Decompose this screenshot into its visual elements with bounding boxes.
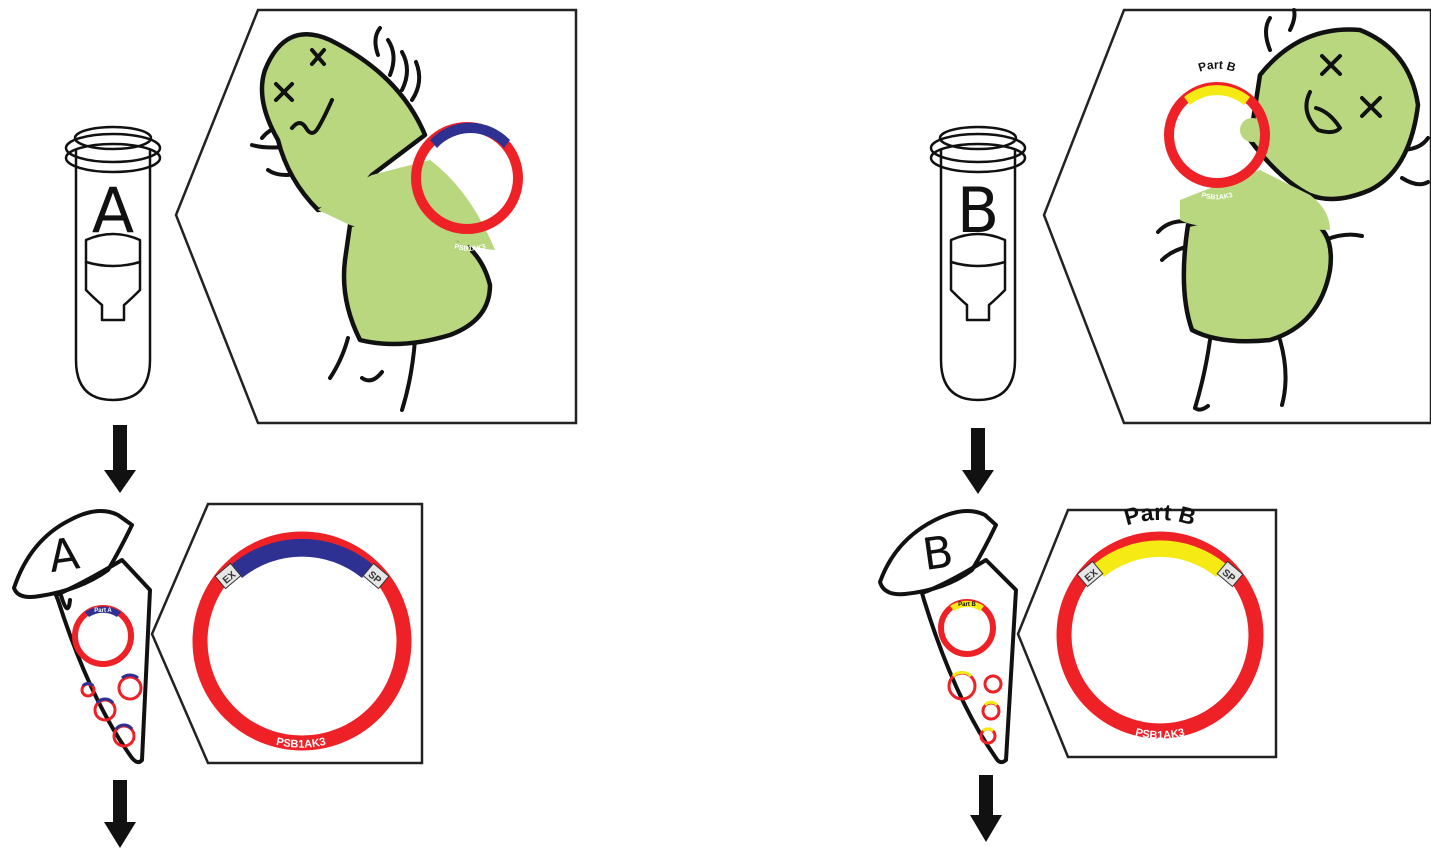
culture-tube-b-label: B [957,174,1000,247]
column-a: A [12,8,578,848]
lysing-bacterium-b [1156,8,1430,412]
eppendorf-a-label: A [46,528,83,583]
arrow-down-2b [970,775,1002,842]
zoom-plasmid-a-part-label: Part A [262,502,341,534]
burst-plasmid-b-backbone-label: PSB1AK3 [1200,192,1233,202]
arrow-down-1a [104,425,136,493]
zoom-plasmid-a: Part A EX SP PSB1AK3 [192,502,412,751]
culture-tube-a: A [64,125,162,402]
zoom-plasmid-b-backbone-label: PSB1AK3 [1134,727,1186,742]
column-b: B [878,8,1431,842]
culture-tube-a-label: A [92,174,134,247]
culture-tube-b: B [929,125,1027,402]
arrow-down-2a [104,780,136,848]
mini-plasmid-a-label: Part A [94,608,112,614]
mini-plasmid-b-label: Part B [958,602,976,608]
burst-plasmid-b: Part B PSB1AK3 [1164,58,1270,202]
arrow-down-1b [962,428,994,494]
zoom-plasmid-b: Part B EX SP PSB1AK3 [1056,499,1264,742]
eppendorf-tube-b: B Part B [878,509,1018,765]
burst-plasmid-a-backbone-label: PSB1AK3 [453,243,486,252]
zoom-plasmid-a-backbone-label: PSB1AK3 [275,736,327,751]
eppendorf-tube-a: A Part A [12,509,152,765]
eppendorf-b-label: B [919,526,956,581]
